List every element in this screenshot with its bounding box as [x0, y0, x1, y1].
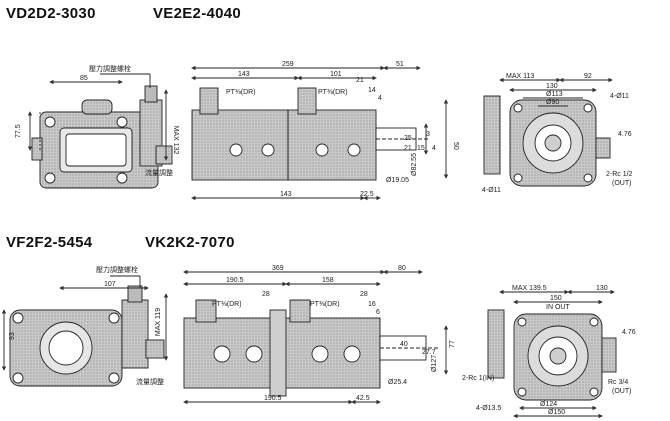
top-dim-4: 4 [378, 95, 382, 102]
bottom-dim-height: 93 [9, 332, 16, 340]
top-dim-left: 143 [238, 71, 250, 78]
bottom-end-port-out: Rc 3/4 [608, 379, 628, 386]
top-end-holes: 4-Ø11 [610, 93, 629, 100]
top-dim-max: MAX 132 [172, 126, 179, 155]
top-dim-width: 85 [80, 75, 88, 82]
bottom-dia-shaft: Ø25.4 [388, 379, 407, 386]
top-pt-right: PT⅜(DR) [318, 89, 348, 96]
bottom-end-dim-130: 130 [596, 285, 608, 292]
top-dim-15: 15 [417, 145, 425, 152]
bottom-pt-right: PT⅜(DR) [310, 301, 340, 308]
top-dim-14: 14 [368, 87, 376, 94]
top-end-dim-130: 130 [546, 83, 558, 90]
top-dia-pilot: Ø82.55 [411, 153, 418, 176]
top-end-dia-113: Ø113 [546, 91, 563, 98]
bottom-dim-bottom: 190.5 [264, 395, 282, 402]
top-side-view [27, 73, 173, 189]
top-front-view [191, 65, 449, 201]
model-label-vf2f2: VF2F2-5454 [6, 234, 93, 251]
bottom-end-view [487, 289, 617, 419]
top-dim-total: 259 [282, 61, 294, 68]
bottom-pt-left: PT⅜(DR) [212, 301, 242, 308]
bottom-dim-77: 77 [449, 340, 456, 348]
top-dim-4b: 4 [432, 145, 436, 152]
bottom-dia-pilot: Ø127 [431, 355, 438, 372]
bottom-end-dim-150: 150 [550, 295, 562, 302]
bottom-side-view [1, 275, 169, 387]
top-end-port-out: 2-Rc 1/2 [606, 171, 633, 178]
bottom-dim-277: 27.7 [422, 349, 436, 356]
bottom-dim-28: 28 [262, 291, 270, 298]
top-end-dim-476: 4.76 [618, 131, 632, 138]
top-end-view [483, 77, 613, 187]
top-end-dia-90: Ø90 [546, 99, 559, 106]
top-end-holes-bottom: 4-Ø11 [482, 187, 501, 194]
model-label-ve2e2: VE2E2-4040 [153, 5, 242, 22]
top-dim-21: 21 [356, 77, 364, 84]
bottom-end-dia-150: Ø150 [548, 409, 565, 416]
bottom-end-dia-124: Ø124 [540, 401, 557, 408]
bottom-dim-width: 107 [104, 281, 116, 288]
top-dim-50: 50 [452, 142, 459, 150]
top-pt-left: PT⅜(DR) [226, 89, 256, 96]
top-dim-bottom: 143 [280, 191, 292, 198]
bottom-front-view [183, 269, 449, 405]
top-dim-3: 3 [426, 131, 430, 138]
bottom-flow-adjust-label: 流量調整 [136, 377, 164, 386]
bottom-dim-max: MAX 119 [155, 308, 162, 336]
bottom-end-max: MAX 139.5 [512, 285, 547, 292]
bottom-dim-40: 40 [400, 341, 408, 348]
top-dim-mid: 101 [330, 71, 342, 78]
bottom-dim-6: 6 [376, 309, 380, 316]
bottom-dim-left: 190.5 [226, 277, 244, 284]
top-flow-adjust-label: 流量調整 [145, 168, 173, 177]
top-dim-shaft: 51 [396, 61, 404, 68]
top-dim-25: 25 [404, 135, 412, 142]
bottom-end-in-out: IN OUT [546, 304, 570, 311]
bottom-end-holes: 4-Ø13.5 [476, 405, 501, 412]
bottom-dim-28b: 28 [360, 291, 368, 298]
top-end-port-out-label: (OUT) [612, 180, 631, 187]
top-end-max: MAX 113 [506, 73, 534, 80]
top-dim-225: 22.5 [360, 191, 374, 198]
top-dim-height: 77.5 [15, 124, 22, 138]
bottom-dim-shaft: 80 [398, 265, 406, 272]
bottom-dim-mid: 158 [322, 277, 334, 284]
bottom-dim-425: 42.5 [356, 395, 370, 402]
top-pressure-screw-label: 壓力調整螺栓 [89, 64, 131, 73]
bottom-end-port-out-label: (OUT) [612, 388, 631, 395]
model-label-vd2d2: VD2D2-3030 [6, 5, 96, 22]
top-dia-shaft: Ø19.05 [386, 177, 409, 184]
bottom-dim-16: 16 [368, 301, 376, 308]
model-label-vk2k2: VK2K2-7070 [145, 234, 235, 251]
bottom-pressure-screw-label: 壓力調整螺栓 [96, 265, 138, 274]
bottom-dim-total: 369 [272, 265, 284, 272]
top-end-dim-92: 92 [584, 73, 592, 80]
bottom-end-port-in: 2-Rc 1(IN) [462, 375, 494, 382]
bottom-end-dim-476: 4.76 [622, 329, 636, 336]
top-dim-21b: 21 [404, 145, 412, 152]
